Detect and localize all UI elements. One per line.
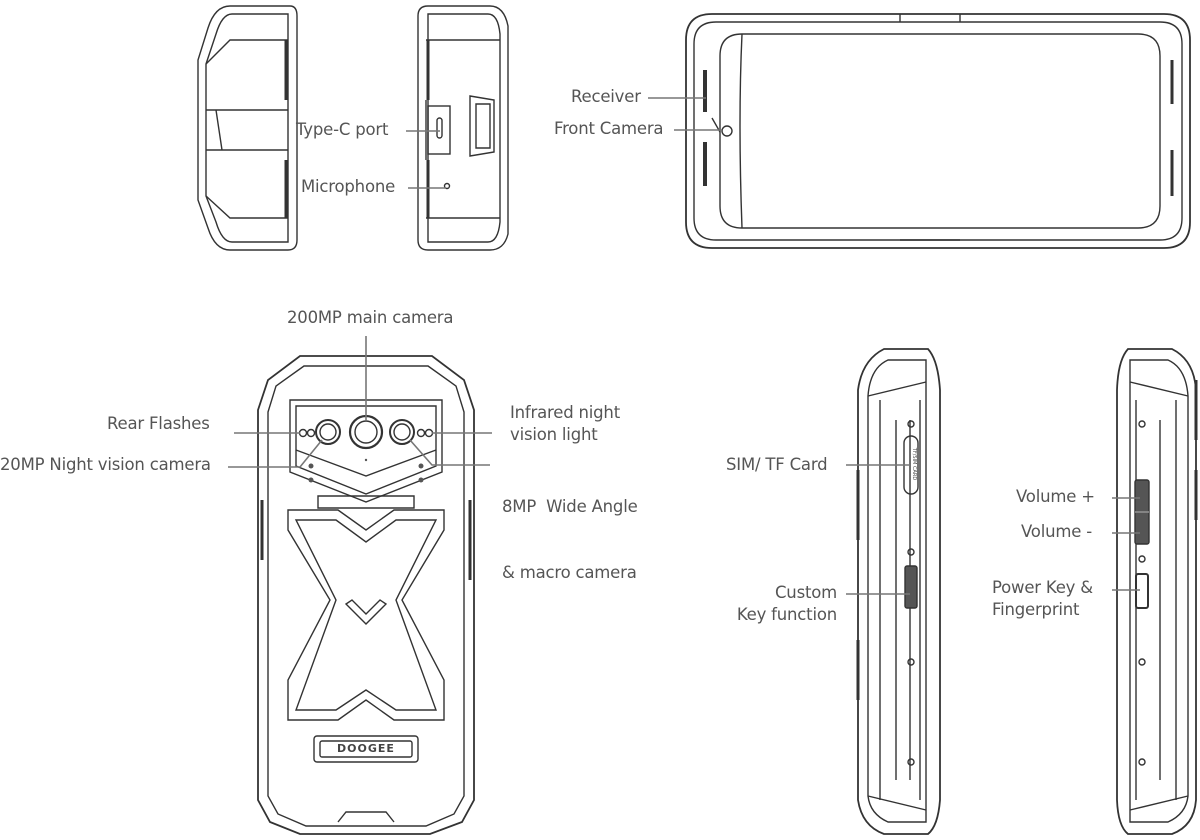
label-power-key-line2: Fingerprint — [992, 600, 1080, 619]
label-volume-down: Volume - — [1021, 522, 1092, 541]
label-custom-key-line2: Key function — [736, 605, 837, 624]
label-front-camera: Front Camera — [554, 119, 664, 138]
phone-right-side-view — [1116, 348, 1198, 835]
phone-left-side-view — [856, 348, 941, 835]
leader-lines — [228, 97, 1140, 595]
phone-top-end-view — [417, 5, 509, 251]
label-sim-tf-card: SIM/ TF Card — [726, 455, 828, 474]
label-type-c-port: Type-C port — [296, 120, 389, 139]
label-wide-angle-line2: & macro camera — [502, 563, 637, 582]
label-microphone: Microphone — [301, 177, 396, 196]
label-wide-angle: 8MP Wide Angle & macro camera — [502, 452, 638, 606]
label-custom-key: Custom Key function — [700, 582, 837, 626]
label-power-key-line1: Power Key & — [992, 578, 1093, 597]
label-wide-angle-line1: 8MP Wide Angle — [502, 497, 638, 516]
brand-logo: DOOGEE — [337, 742, 395, 755]
label-main-camera: 200MP main camera — [287, 308, 454, 327]
phone-back-view — [257, 355, 475, 835]
label-infrared-line2: vision light — [510, 425, 598, 444]
label-power-key: Power Key & Fingerprint — [992, 577, 1093, 621]
label-infrared-line1: Infrared night — [510, 403, 620, 422]
label-rear-flashes: Rear Flashes — [107, 414, 210, 433]
phone-front-view — [685, 13, 1191, 249]
label-custom-key-line1: Custom — [774, 583, 837, 602]
sim-slot-marking: TF/SIM CARD — [911, 447, 917, 481]
label-night-vision-camera: 20MP Night vision camera — [0, 455, 211, 474]
label-receiver: Receiver — [571, 87, 641, 106]
label-volume-up: Volume + — [1016, 487, 1095, 506]
phone-bottom-end-view — [197, 5, 298, 251]
label-infrared-light: Infrared night vision light — [510, 402, 620, 446]
